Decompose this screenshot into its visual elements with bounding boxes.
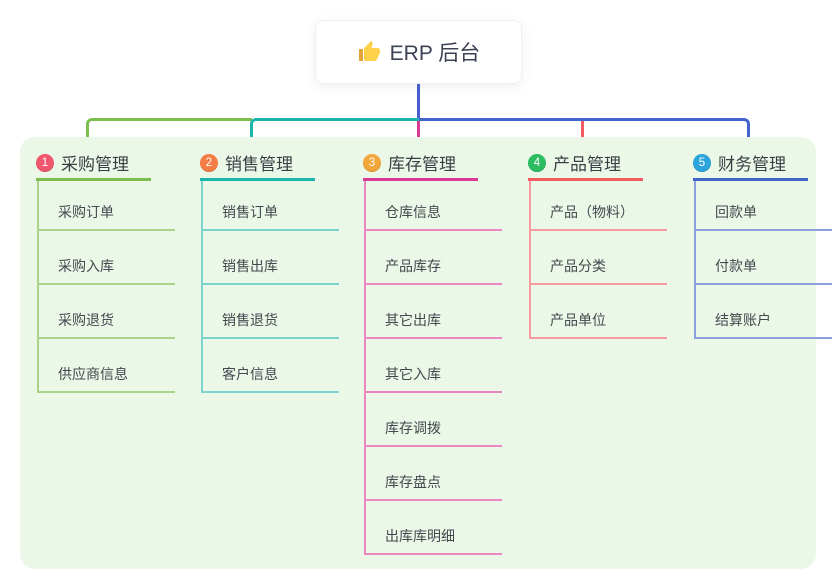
node-label: 其它出库 [385, 312, 441, 328]
branch-children: 采购订单 采购入库 采购退货 供应商信息 [37, 181, 175, 393]
branch-label: 库存管理 [388, 155, 456, 174]
branch-number-badge: 4 [528, 153, 546, 172]
branch-label: 产品管理 [553, 155, 621, 174]
branch-purchase: 1 采购管理 采购订单 采购入库 采购退货 供应商信息 [36, 150, 175, 393]
node-label: 采购退货 [58, 312, 114, 328]
thumbs-up-icon [358, 41, 380, 61]
root-node[interactable]: ERP 后台 [315, 20, 522, 84]
mindmap-node[interactable]: 产品库存 [366, 231, 502, 285]
node-label: 仓库信息 [385, 204, 441, 220]
node-label: 采购订单 [58, 204, 114, 220]
mindmap-node[interactable]: 其它入库 [366, 339, 502, 393]
mindmap-node[interactable]: 产品（物料） [531, 181, 667, 231]
branch-sales: 2 销售管理 销售订单 销售出库 销售退货 客户信息 [200, 150, 339, 393]
root-label: ERP 后台 [389, 42, 481, 65]
node-label: 其它入库 [385, 366, 441, 382]
branch-number-badge: 2 [200, 153, 218, 172]
node-label: 产品单位 [550, 312, 606, 328]
mindmap-node[interactable]: 付款单 [696, 231, 832, 285]
branch-children: 销售订单 销售出库 销售退货 客户信息 [201, 181, 339, 393]
branch-children: 产品（物料） 产品分类 产品单位 [529, 181, 667, 339]
mindmap-node[interactable]: 产品分类 [531, 231, 667, 285]
node-label: 产品库存 [385, 258, 441, 274]
branch-title-purchase[interactable]: 1 采购管理 [36, 150, 151, 181]
mindmap-node[interactable]: 仓库信息 [366, 181, 502, 231]
node-label: 库存盘点 [385, 474, 441, 490]
node-label: 客户信息 [222, 366, 278, 382]
node-label: 付款单 [715, 258, 757, 274]
mindmap-node[interactable]: 供应商信息 [39, 339, 175, 393]
branch-product: 4 产品管理 产品（物料） 产品分类 产品单位 [528, 150, 667, 339]
branch-number-badge: 5 [693, 153, 711, 172]
branch-finance: 5 财务管理 回款单 付款单 结算账户 [693, 150, 832, 339]
mindmap-node[interactable]: 产品单位 [531, 285, 667, 339]
branch-children: 回款单 付款单 结算账户 [694, 181, 832, 339]
node-label: 回款单 [715, 204, 757, 220]
branch-children: 仓库信息 产品库存 其它出库 其它入库 库存调拨 库存盘点 出库库明细 [364, 181, 502, 555]
branch-number-badge: 3 [363, 153, 381, 172]
mindmap-node[interactable]: 库存盘点 [366, 447, 502, 501]
branch-number-badge: 1 [36, 153, 54, 172]
node-label: 采购入库 [58, 258, 114, 274]
node-label: 结算账户 [715, 312, 771, 328]
mindmap-node[interactable]: 客户信息 [203, 339, 339, 393]
node-label: 出库库明细 [385, 528, 455, 544]
branch-title-inventory[interactable]: 3 库存管理 [363, 150, 478, 181]
mindmap-node[interactable]: 销售退货 [203, 285, 339, 339]
branch-title-sales[interactable]: 2 销售管理 [200, 150, 315, 181]
branch-title-product[interactable]: 4 产品管理 [528, 150, 643, 181]
branch-label: 销售管理 [225, 155, 293, 174]
mindmap-node[interactable]: 采购退货 [39, 285, 175, 339]
node-label: 供应商信息 [58, 366, 128, 382]
mindmap-node[interactable]: 采购入库 [39, 231, 175, 285]
mindmap-node[interactable]: 销售订单 [203, 181, 339, 231]
node-label: 产品（物料） [550, 204, 634, 220]
node-label: 产品分类 [550, 258, 606, 274]
mindmap-node[interactable]: 结算账户 [696, 285, 832, 339]
mindmap-node[interactable]: 出库库明细 [366, 501, 502, 555]
mindmap-node[interactable]: 销售出库 [203, 231, 339, 285]
mindmap-panel [20, 137, 816, 569]
branch-label: 财务管理 [718, 155, 786, 174]
node-label: 销售出库 [222, 258, 278, 274]
branch-label: 采购管理 [61, 155, 129, 174]
mindmap-node[interactable]: 采购订单 [39, 181, 175, 231]
node-label: 销售订单 [222, 204, 278, 220]
node-label: 库存调拨 [385, 420, 441, 436]
connector-root-stem [417, 84, 420, 121]
branch-title-finance[interactable]: 5 财务管理 [693, 150, 808, 181]
mindmap-node[interactable]: 回款单 [696, 181, 832, 231]
node-label: 销售退货 [222, 312, 278, 328]
branch-inventory: 3 库存管理 仓库信息 产品库存 其它出库 其它入库 库存调拨 库存盘点 出库库… [363, 150, 502, 555]
mindmap-node[interactable]: 其它出库 [366, 285, 502, 339]
mindmap-node[interactable]: 库存调拨 [366, 393, 502, 447]
